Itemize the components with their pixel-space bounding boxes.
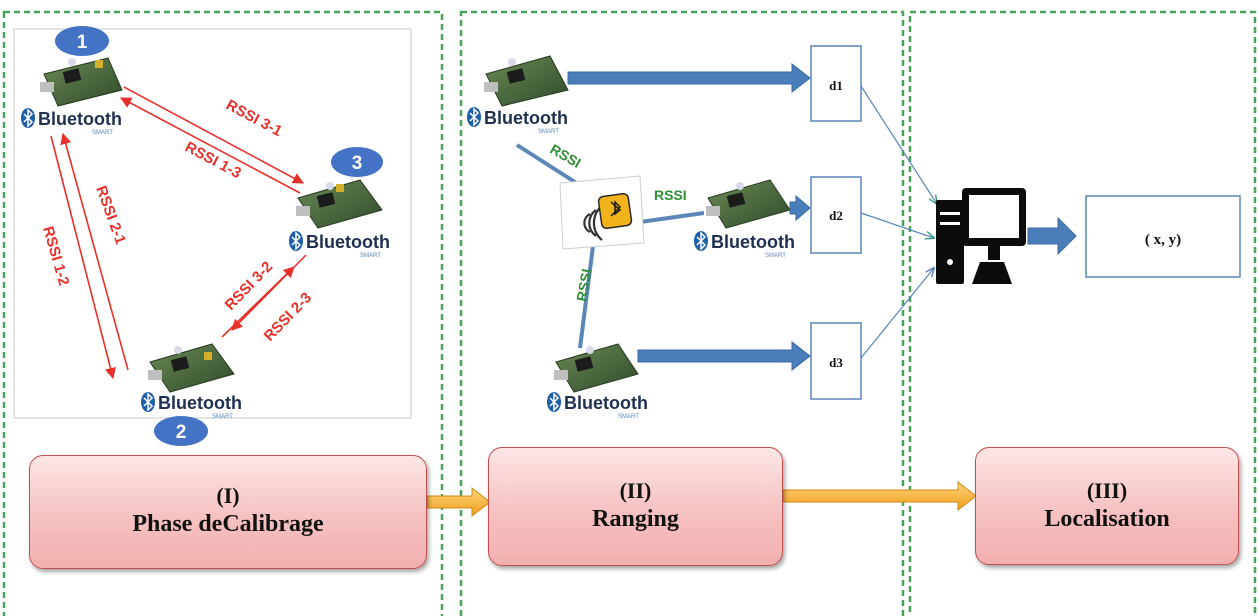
phase-3-number: (III) <box>1086 478 1128 503</box>
arrow-1-to-2 <box>50 135 116 380</box>
arrow-1-to-3 <box>123 86 304 184</box>
bluetooth-smart-r1: SMART <box>538 129 559 135</box>
node-3-badge <box>331 147 383 177</box>
arrow-phase-2-to-3 <box>782 480 977 512</box>
frame-localisation <box>908 10 1257 616</box>
d3-label: d3 <box>829 355 843 370</box>
raspberry-pi-board-r1 <box>484 55 569 107</box>
bluetooth-text-r2: Bluetooth <box>711 232 795 252</box>
d1-label: d1 <box>829 78 843 93</box>
node-1: 1 Bluetooth SMART <box>21 26 123 136</box>
bluetooth-text-r1: Bluetooth <box>484 108 568 128</box>
result-xy: ( x, y) <box>1145 232 1181 248</box>
arrow-phase-1-to-2 <box>426 486 491 518</box>
link-beacon-to-mid <box>639 211 705 224</box>
node-3: 3 Bluetooth SMART <box>289 147 390 259</box>
arrow-2-to-1 <box>60 132 129 371</box>
arrow-to-result <box>1027 216 1077 256</box>
receiver-bottom: Bluetooth SMART <box>547 343 648 420</box>
node-2: Bluetooth SMART 2 <box>141 343 242 446</box>
bluetooth-smart-1: SMART <box>92 130 113 136</box>
bluetooth-text-3: Bluetooth <box>306 232 390 252</box>
d3-box <box>810 322 862 400</box>
bluetooth-logo-r3: Bluetooth SMART <box>547 392 648 420</box>
beacon-card <box>559 175 645 250</box>
phase-arrows <box>426 480 977 518</box>
bluetooth-text-2: Bluetooth <box>158 393 242 413</box>
arrow-d1-to-computer <box>860 85 937 204</box>
arrow-d2-to-computer <box>860 212 934 238</box>
phase-1-number: (I) <box>216 483 240 508</box>
bluetooth-logo-r1: Bluetooth SMART <box>467 107 568 135</box>
arrow-to-d1 <box>567 62 811 94</box>
ranging-links <box>515 143 705 349</box>
arrow-to-d2 <box>789 194 811 222</box>
frame-ranging <box>459 10 905 616</box>
raspberry-pi-board-r2 <box>706 179 791 229</box>
label-rssi-bottom: RSSI <box>573 268 594 303</box>
node-1-badge <box>55 26 109 56</box>
receiver-middle: Bluetooth SMART <box>694 179 795 259</box>
d1-box <box>810 45 862 122</box>
arrow-3-to-1 <box>120 97 301 194</box>
bluetooth-smart-r2: SMART <box>765 253 786 259</box>
phase-ranging-box: (II) Ranging <box>488 447 783 566</box>
bluetooth-smart-r3: SMART <box>618 414 639 420</box>
phase-2-number: (II) <box>619 478 652 503</box>
raspberry-pi-board-r3 <box>554 343 639 393</box>
raspberry-pi-board-1 <box>40 57 123 107</box>
link-beacon-to-bottom <box>578 245 595 349</box>
result-box <box>1085 195 1241 278</box>
bluetooth-smart-3: SMART <box>360 253 381 259</box>
distance-boxes: d1 d2 d3 <box>810 45 862 400</box>
computer-icon <box>936 188 1026 284</box>
d2-label: d2 <box>829 208 843 223</box>
node-2-number: 2 <box>176 422 187 443</box>
arrow-d3-to-computer <box>860 268 934 359</box>
node-2-badge <box>154 416 208 446</box>
phase-calibration-box: (I) Phase deCalibrage <box>29 455 427 569</box>
node-1-number: 1 <box>77 32 88 53</box>
bluetooth-text-r3: Bluetooth <box>564 393 648 413</box>
bluetooth-text-1: Bluetooth <box>38 109 122 129</box>
frame-calibration <box>2 10 444 616</box>
label-rssi-mid: RSSI <box>654 187 687 203</box>
node-3-number: 3 <box>352 153 363 174</box>
calibration-arrows <box>50 86 307 380</box>
distance-to-computer-arrows <box>860 85 937 359</box>
link-top-to-beacon <box>515 143 580 186</box>
bluetooth-smart-2: SMART <box>212 414 233 420</box>
bluetooth-logo-1: Bluetooth SMART <box>21 108 122 136</box>
bluetooth-logo-r2: Bluetooth SMART <box>694 231 795 259</box>
phase-1-title: Phase deCalibrage <box>132 511 324 537</box>
phase-2-title: Ranging <box>592 506 679 532</box>
distance-arrows <box>567 62 811 372</box>
section-frames <box>2 10 1257 616</box>
arrow-3-to-2 <box>231 254 307 331</box>
bluetooth-logo-2: Bluetooth SMART <box>141 392 242 420</box>
raspberry-pi-board-2 <box>148 343 235 393</box>
bluetooth-logo-3: Bluetooth SMART <box>289 231 390 259</box>
receiver-top: Bluetooth SMART <box>467 55 569 135</box>
arrow-to-d3 <box>637 340 811 372</box>
d2-box <box>810 176 862 254</box>
phase-3-title: Localisation <box>1044 506 1170 532</box>
phase-localisation-box: (III) Localisation <box>975 447 1239 565</box>
raspberry-pi-board-3 <box>296 179 383 229</box>
